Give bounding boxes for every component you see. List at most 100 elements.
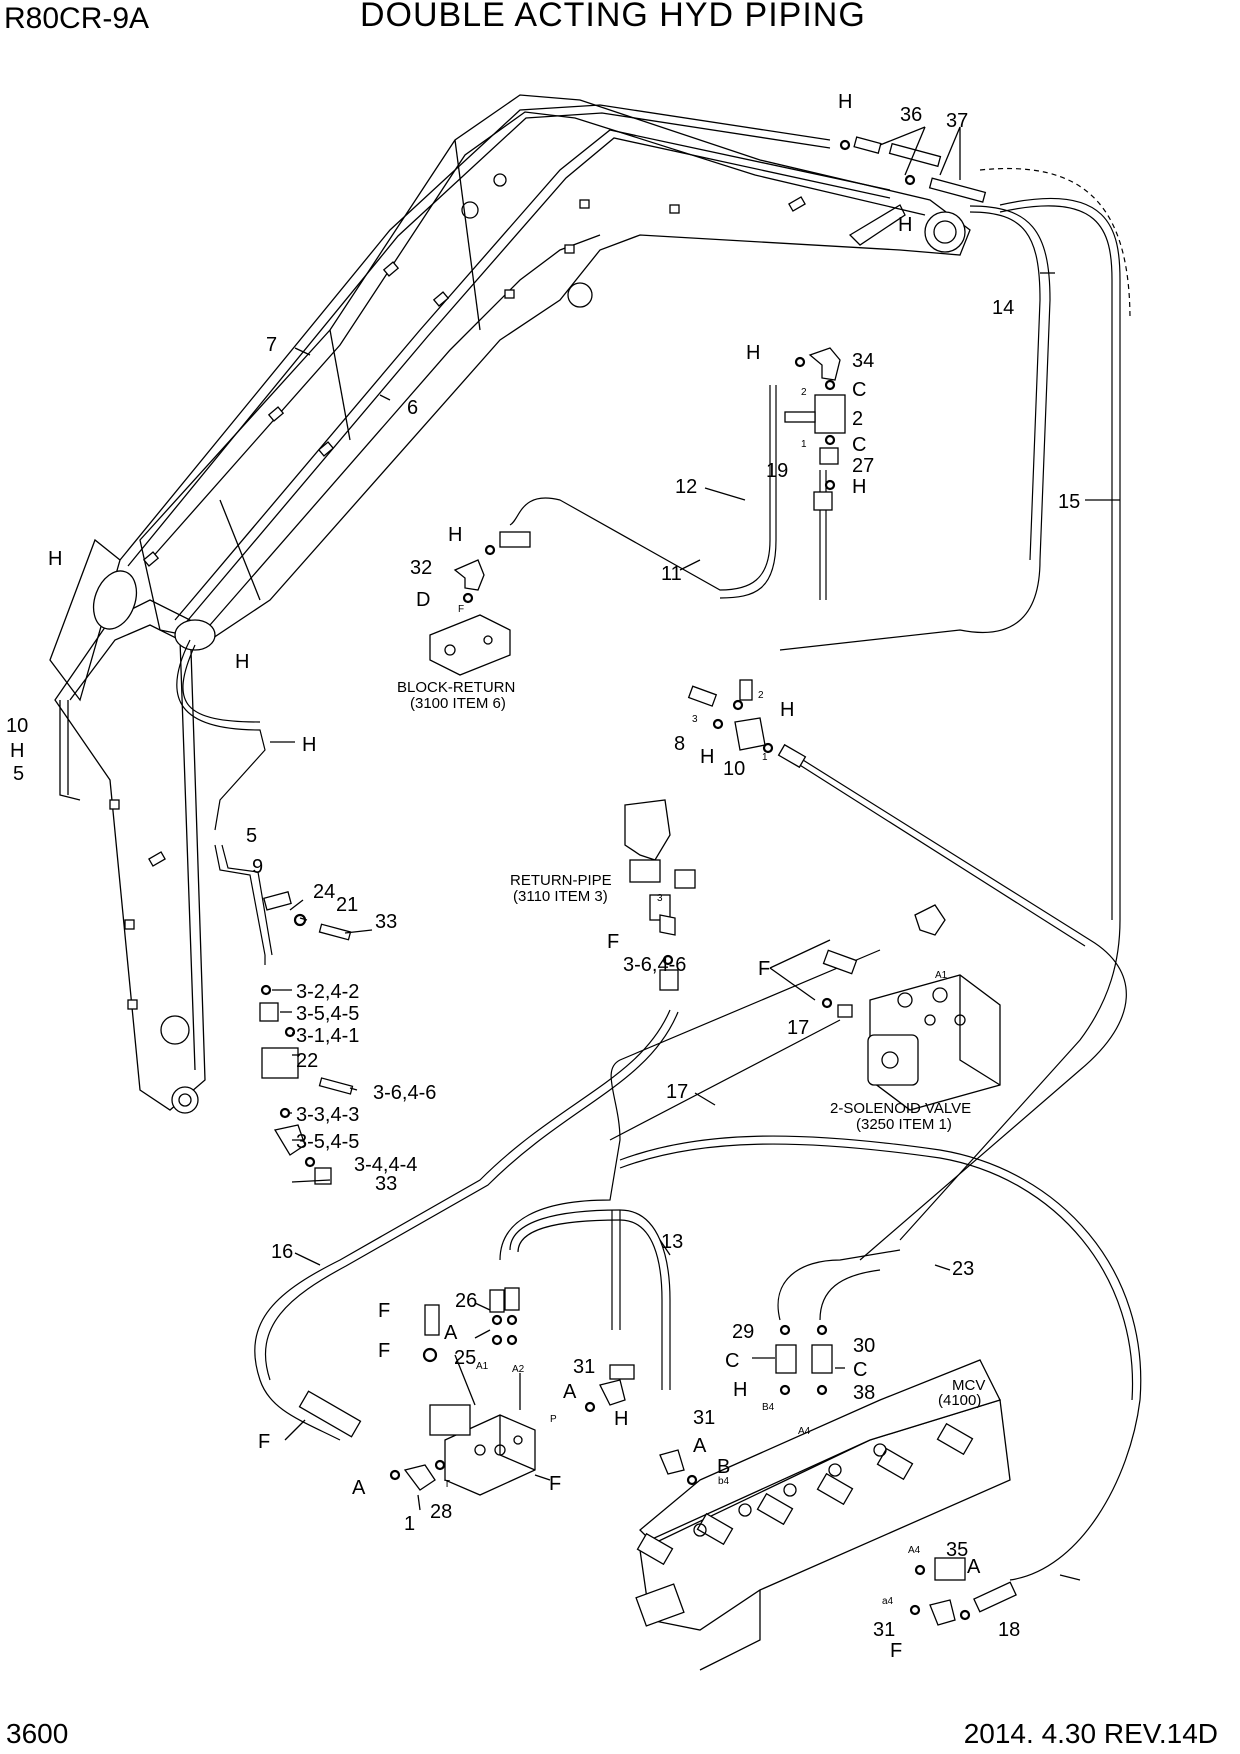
callout: 24 <box>313 881 335 903</box>
callout: H <box>733 1379 747 1401</box>
model-number: R80CR-9A <box>4 2 150 35</box>
callout: H <box>898 214 912 236</box>
port-mark: A2 <box>512 1364 525 1375</box>
callout: A <box>444 1322 458 1344</box>
caption-block-return-ref: (3100 ITEM 6) <box>410 695 506 712</box>
caption-return-pipe: RETURN-PIPE <box>510 872 612 889</box>
boom-structure <box>119 94 971 641</box>
mcv <box>635 1359 1011 1671</box>
callout-labels: H 36 37 H 14 7 6 H 34 C 2 C 27 H 19 12 1… <box>6 91 1080 1662</box>
caption-solenoid-valve-ref: (3250 ITEM 1) <box>856 1116 952 1133</box>
port-mark: b4 <box>718 1476 730 1487</box>
port-mark: 2 <box>758 690 764 701</box>
port-mark: F <box>458 604 464 615</box>
callout: H <box>700 746 714 768</box>
port-marks: F 2 1 3 2 1 3 A1 A1 A2 P T B4 A4 b4 A4 a… <box>444 387 948 1607</box>
port-mark: T <box>444 1479 450 1490</box>
callout: 7 <box>266 334 277 356</box>
caption-return-pipe-ref: (3110 ITEM 3) <box>513 888 608 905</box>
callout: F <box>758 958 770 980</box>
arm-structure <box>49 538 216 1114</box>
callout: 19 <box>766 460 788 482</box>
callout: 3-4,4-4 <box>354 1154 417 1176</box>
port-mark: a4 <box>882 1596 894 1607</box>
callout: 3-6,4-6 <box>373 1082 436 1104</box>
callout: H <box>780 699 794 721</box>
callout: 25 <box>454 1347 476 1369</box>
callout: D <box>416 589 430 611</box>
caption-block-return: BLOCK-RETURN <box>397 679 515 696</box>
callout: H <box>838 91 852 113</box>
callout: 2 <box>852 408 863 430</box>
callout: 30 <box>853 1335 875 1357</box>
page-number: 3600 <box>6 1718 69 1749</box>
callout: 1 <box>404 1513 415 1535</box>
port-mark: 3 <box>692 714 698 725</box>
callout: 3-6,4-6 <box>623 954 686 976</box>
callout: H <box>614 1408 628 1430</box>
callout: 38 <box>853 1382 875 1404</box>
port-mark: 1 <box>762 752 768 763</box>
callout: F <box>378 1340 390 1362</box>
callout: 15 <box>1058 491 1080 513</box>
callout: 18 <box>998 1619 1020 1641</box>
callout: C <box>853 1359 867 1381</box>
callout: 5 <box>13 763 24 785</box>
port-mark: A1 <box>476 1361 489 1372</box>
callout: 3-5,4-5 <box>296 1003 359 1025</box>
callout: 6 <box>407 397 418 419</box>
callout: F <box>258 1431 270 1453</box>
callout: H <box>235 651 249 673</box>
caption-mcv: MCV <box>952 1377 985 1394</box>
revision-date: 2014. 4.30 REV.14D <box>963 1718 1218 1749</box>
callout: C <box>725 1350 739 1372</box>
port-mark: A4 <box>908 1545 921 1556</box>
callout: 3-2,4-2 <box>296 981 359 1003</box>
callout: 37 <box>946 110 968 132</box>
callout: F <box>378 1300 390 1322</box>
callout: 36 <box>900 104 922 126</box>
callout: 23 <box>952 1258 974 1280</box>
callout: 17 <box>666 1081 688 1103</box>
callout: 35 <box>946 1539 968 1561</box>
callout: 5 <box>246 825 257 847</box>
callout: 14 <box>992 297 1014 319</box>
caption-solenoid-valve: 2-SOLENOID VALVE <box>830 1100 971 1117</box>
callout: 28 <box>430 1501 452 1523</box>
callout: 33 <box>375 1173 397 1195</box>
callout: A <box>563 1381 577 1403</box>
port-mark: A1 <box>935 970 948 981</box>
callout: 34 <box>852 350 874 372</box>
callout: H <box>746 342 760 364</box>
callout: B <box>717 1456 730 1478</box>
callout: F <box>549 1473 561 1495</box>
callout: C <box>852 379 866 401</box>
callout: C <box>852 434 866 456</box>
callout: 32 <box>410 557 432 579</box>
callout: F <box>890 1640 902 1662</box>
component-captions: BLOCK-RETURN (3100 ITEM 6) RETURN-PIPE (… <box>397 679 985 1409</box>
callout: 29 <box>732 1321 754 1343</box>
port-mark: 3 <box>657 893 663 904</box>
callout: 3-1,4-1 <box>296 1025 359 1047</box>
callout: 11 <box>661 563 682 585</box>
callout: 10 <box>6 715 28 737</box>
callout: 22 <box>296 1050 318 1072</box>
callout: H <box>302 734 316 756</box>
page-title: DOUBLE ACTING HYD PIPING <box>360 0 866 34</box>
callout: F <box>607 931 619 953</box>
callout: A <box>967 1556 981 1578</box>
callout: 31 <box>693 1407 715 1429</box>
callout: 3-3,4-3 <box>296 1104 359 1126</box>
callout: H <box>448 524 462 546</box>
port-mark: B4 <box>762 1402 775 1413</box>
hoses <box>176 167 1142 1581</box>
callout: 8 <box>674 733 685 755</box>
port-mark: A4 <box>798 1426 811 1437</box>
callout: 16 <box>271 1241 293 1263</box>
callout: 10 <box>723 758 745 780</box>
callout: 21 <box>336 894 358 916</box>
callout: 12 <box>675 476 697 498</box>
callout: 31 <box>873 1619 895 1641</box>
port-mark: 1 <box>801 439 807 450</box>
